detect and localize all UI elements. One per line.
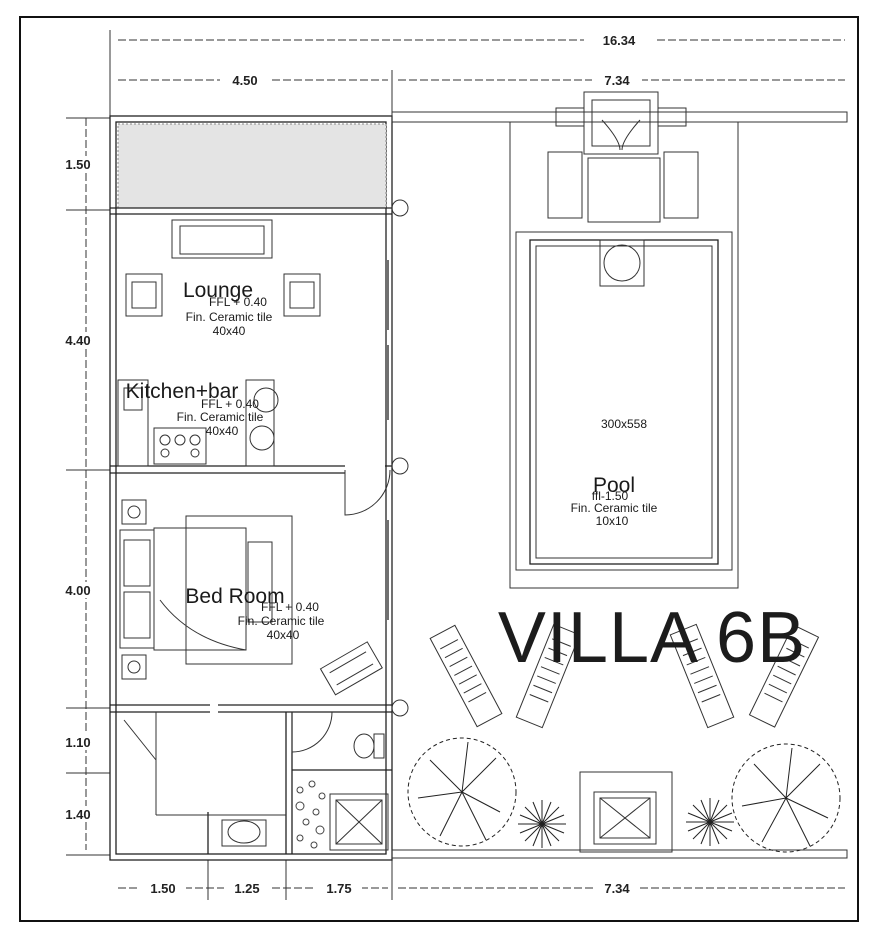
room-label-pool: 300x558 Pool ffl-1.50 Fin. Ceramic tile … (571, 417, 658, 528)
room-label-kitchen: Kitchen+bar FFL + 0.40 Fin. Ceramic tile… (126, 380, 264, 438)
palm-2 (686, 798, 734, 846)
dim-left-5: 1.40 (65, 807, 90, 822)
kitchen-level: FFL + 0.40 (201, 397, 259, 411)
dim-bottom-1: 1.50 (150, 881, 175, 896)
landscaping (407, 737, 841, 853)
dim-bottom-3: 1.75 (326, 881, 351, 896)
dim-left-1: 1.50 (65, 157, 90, 172)
dim-left-2: 4.40 (65, 333, 90, 348)
kitchen-name: Kitchen+bar (126, 380, 239, 403)
dim-left-4: 1.10 (65, 735, 90, 750)
pool-size: 300x558 (601, 417, 647, 431)
bedroom-finish: Fin. Ceramic tile (238, 614, 325, 628)
bedroom-furniture (119, 499, 383, 696)
dim-top-left: 4.50 (232, 73, 257, 88)
dim-top-right: 7.34 (604, 73, 630, 88)
bedroom-tile: 40x40 (267, 628, 300, 642)
sun-loungers (429, 623, 820, 729)
lounge-furniture (125, 219, 321, 317)
villa-title: VILLA 6B (498, 598, 806, 678)
lounge-tile: 40x40 (213, 324, 246, 338)
bottom-dimensions: 1.50 1.25 1.75 7.34 (118, 860, 845, 900)
palm-1 (518, 800, 566, 848)
kitchen-furniture (117, 379, 279, 467)
bedroom-name: Bed Room (185, 585, 284, 608)
tree-left (407, 737, 517, 847)
room-label-lounge: Lounge FFL + 0.40 Fin. Ceramic tile 40x4… (183, 279, 273, 338)
lounge-finish: Fin. Ceramic tile (186, 310, 273, 324)
dim-bottom-4: 7.34 (604, 881, 630, 896)
lounge-level: FFL + 0.40 (209, 295, 267, 309)
pool-area (509, 91, 739, 589)
pool-name: Pool (593, 474, 635, 497)
bath-fixtures (221, 733, 389, 851)
pool-level: ffl-1.50 (592, 489, 629, 503)
tree-right (731, 743, 841, 853)
room-label-bedroom: Bed Room FFL + 0.40 Fin. Ceramic tile 40… (185, 585, 324, 642)
pool-finish: Fin. Ceramic tile (571, 501, 658, 515)
building-walls (109, 115, 409, 861)
pool-tile: 10x10 (596, 514, 629, 528)
dim-top-total: 16.34 (603, 33, 636, 48)
bedroom-level: FFL + 0.40 (261, 600, 319, 614)
lounge-name: Lounge (183, 279, 253, 302)
kitchen-finish: Fin. Ceramic tile (177, 410, 264, 424)
left-dimensions: 1.50 4.40 4.00 1.10 1.40 (55, 117, 110, 856)
dim-bottom-2: 1.25 (234, 881, 259, 896)
kitchen-tile: 40x40 (206, 424, 239, 438)
outdoor-shower (579, 771, 673, 853)
drawing-frame (19, 16, 859, 922)
dim-left-3: 4.00 (65, 583, 90, 598)
top-dimensions: 16.34 4.50 7.34 (109, 30, 845, 120)
